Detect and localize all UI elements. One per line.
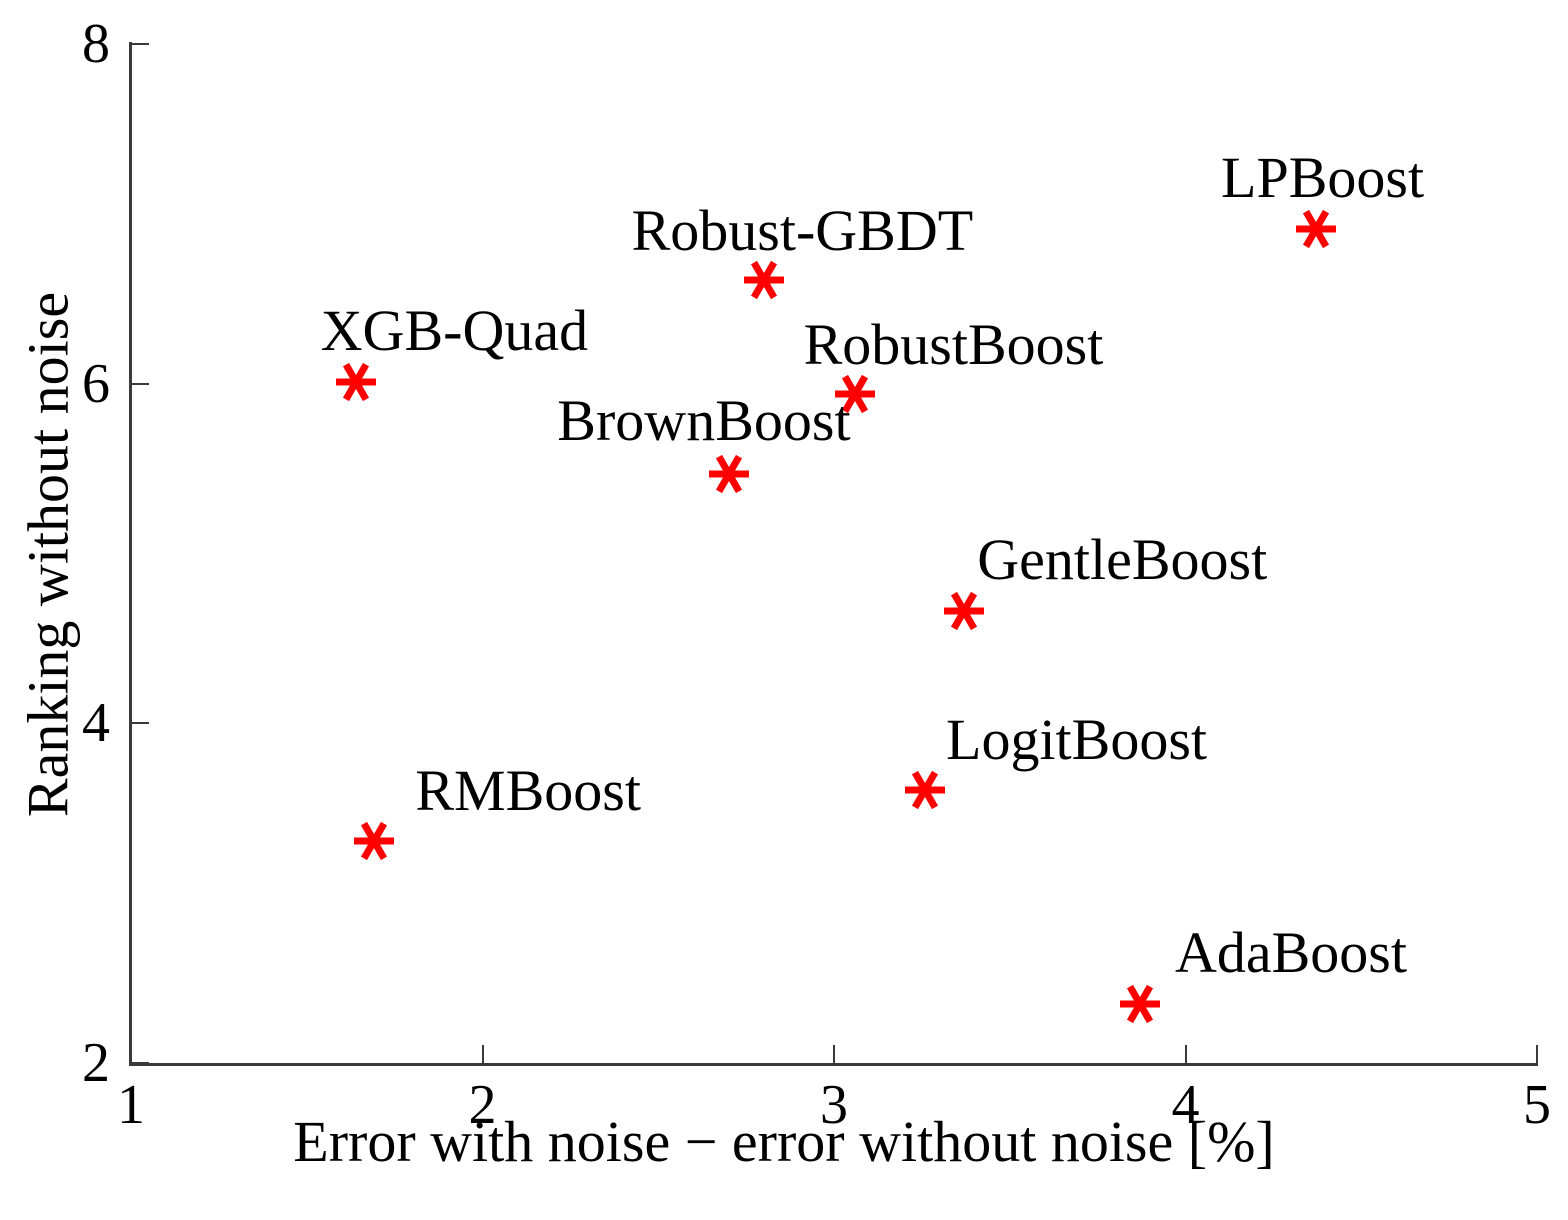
data-point-marker [942, 589, 986, 633]
x-tick-label: 3 [820, 1074, 848, 1136]
y-tick [131, 382, 149, 385]
y-tick-label: 8 [82, 13, 110, 75]
data-point-marker [1294, 207, 1338, 251]
x-tick-label: 1 [117, 1074, 145, 1136]
data-point-label: RMBoost [415, 758, 642, 824]
data-point-label: RobustBoost [803, 311, 1104, 377]
data-point-marker [1118, 982, 1162, 1026]
y-tick [131, 1062, 149, 1064]
y-tick [131, 43, 149, 45]
data-point-marker [334, 360, 378, 404]
x-tick-label: 5 [1523, 1074, 1551, 1136]
data-point-marker [707, 452, 751, 496]
x-axis-title: Error with noise − error without noise [… [293, 1109, 1275, 1174]
data-point-label: AdaBoost [1174, 919, 1407, 985]
data-point-label: XGB-Quad [320, 298, 589, 364]
x-tick [1184, 1045, 1187, 1063]
x-tick [1536, 1045, 1538, 1063]
y-tick [131, 722, 149, 725]
x-tick [833, 1045, 835, 1063]
x-tick-label: 4 [1171, 1074, 1200, 1136]
x-tick-label: 2 [468, 1074, 497, 1136]
data-point-marker [742, 258, 786, 302]
x-tick [130, 1045, 132, 1063]
y-axis-line [129, 42, 132, 1065]
x-axis-line [129, 1063, 1538, 1066]
y-tick-label: 2 [82, 1032, 110, 1094]
y-tick-label: 4 [82, 692, 110, 755]
data-point-label: LogitBoost [946, 707, 1208, 773]
data-point-label: LPBoost [1221, 145, 1425, 211]
data-point-marker [352, 819, 396, 863]
y-tick-label: 6 [82, 352, 110, 415]
data-point-label: Robust-GBDT [631, 197, 974, 263]
data-point-label: BrownBoost [557, 388, 851, 454]
data-point-label: GentleBoost [977, 527, 1268, 593]
y-axis-title: Ranking without noise [15, 291, 81, 818]
data-point-marker [903, 768, 947, 812]
x-tick [481, 1045, 484, 1063]
